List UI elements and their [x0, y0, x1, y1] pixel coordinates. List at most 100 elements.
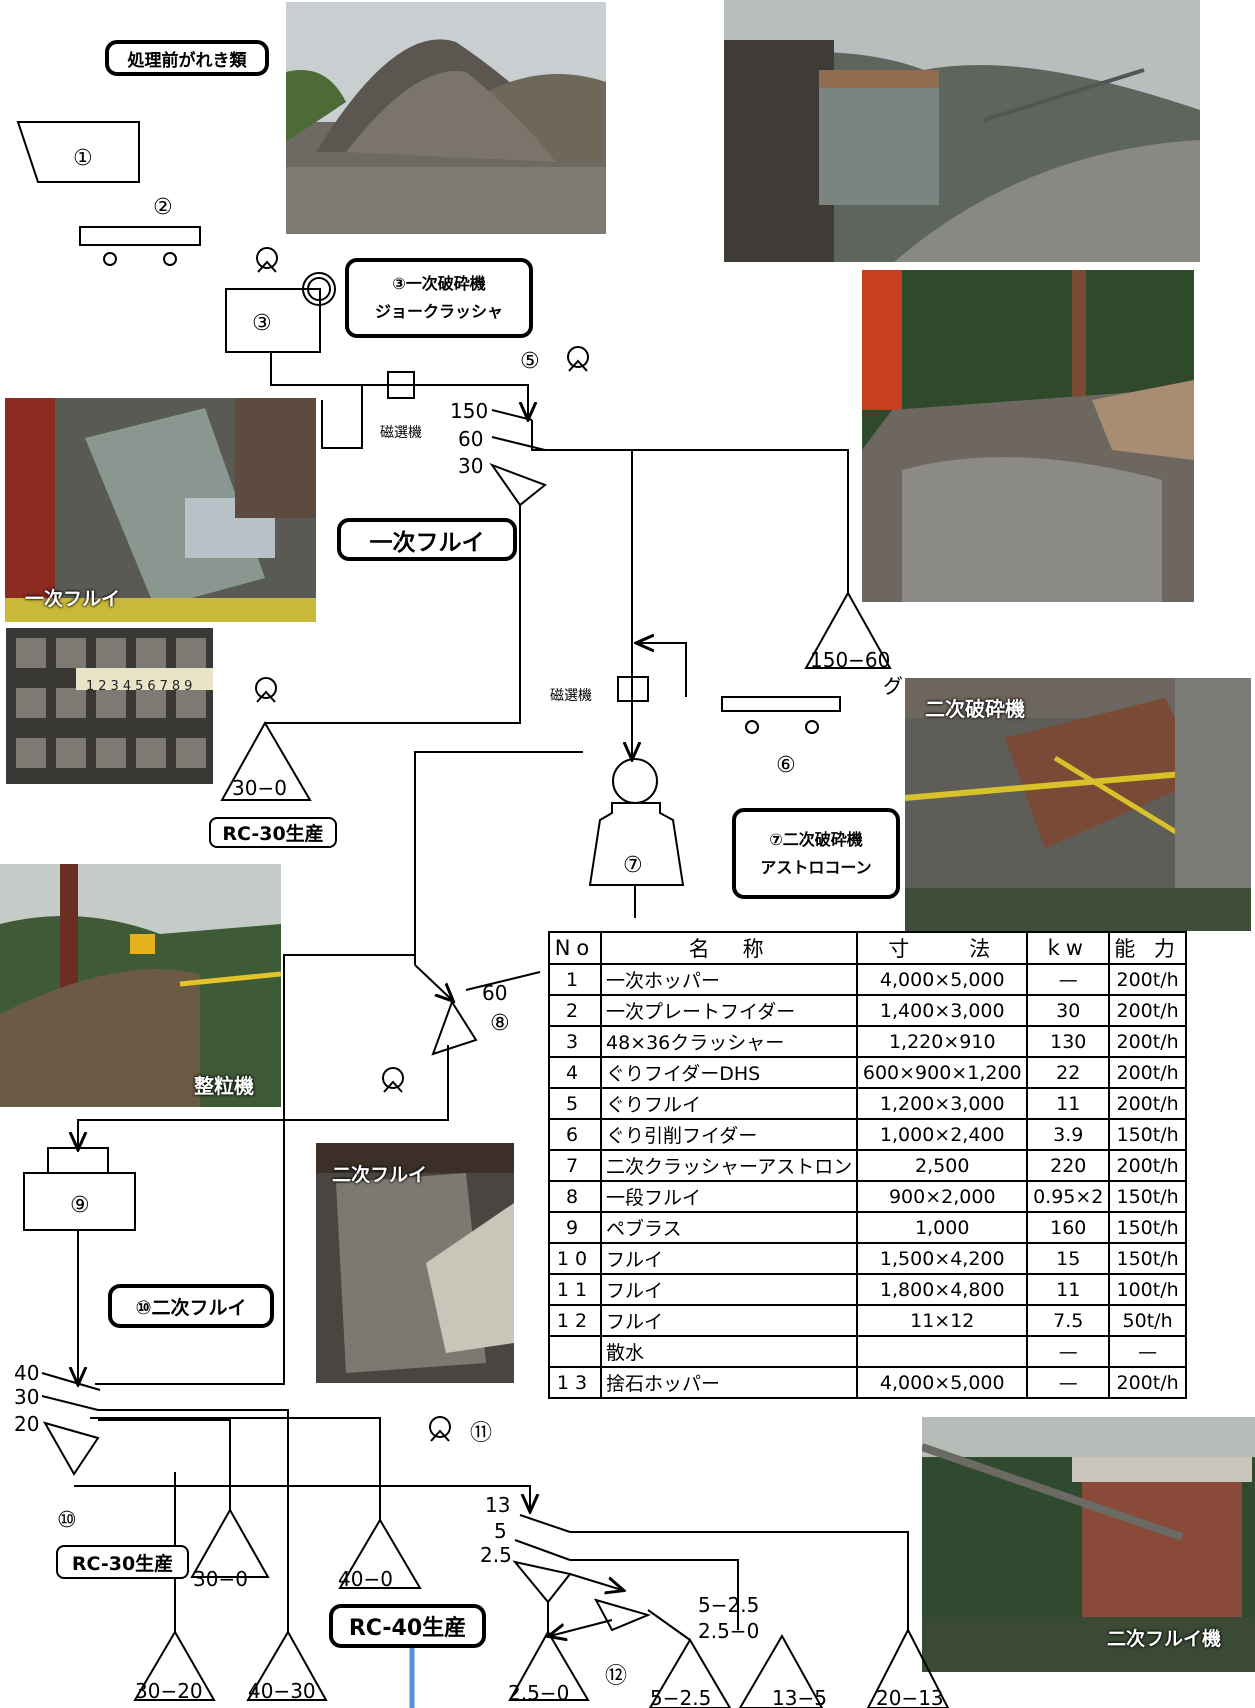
cell-name: 一次プレートフイダー — [599, 994, 859, 1027]
label-deck-13: 13 — [485, 1493, 510, 1517]
cell-dimensions: 1,000 — [856, 1211, 1029, 1244]
cell-capacity: 50t/h — [1108, 1304, 1187, 1337]
cell-capacity: 200t/h — [1108, 1087, 1187, 1120]
label-n8: ⑧ — [490, 1011, 510, 1036]
cell-no: 6 — [548, 1118, 602, 1151]
cell-no: 5 — [548, 1087, 602, 1120]
photo-label-primary-screen: 一次フルイ — [25, 588, 121, 610]
magnet-2-shape — [617, 676, 649, 702]
callout-rc30-a-text: RC-30生産 — [222, 823, 324, 845]
callout-primary-screen: 一次フルイ — [337, 518, 517, 561]
cell-name: フルイ — [599, 1273, 859, 1306]
photo-label-secondary-screen-machine: 二次フルイ機 — [1107, 1628, 1222, 1650]
photo-shaping-machine — [0, 864, 281, 1107]
cell-dimensions: 4,000×5,000 — [856, 1366, 1029, 1399]
label-deck-60b: 60 — [482, 981, 507, 1005]
callout-rc40-text: RC-40生産 — [348, 1616, 467, 1641]
label-out-5-2-5: 5−2.5 — [698, 1593, 759, 1617]
label-magnet-1: 磁選機 — [380, 425, 422, 441]
header-name: 名 称 — [599, 931, 859, 965]
crusher-3-shape — [225, 288, 321, 353]
cell-dimensions: 2,500 — [856, 1149, 1029, 1182]
cell-name: ぐりフイダーDHS — [599, 1056, 859, 1089]
pile-150-60-shape — [804, 590, 892, 669]
cell-kw: — — [1026, 1335, 1111, 1368]
cell-no: 2 — [548, 994, 602, 1027]
cell-capacity: 150t/h — [1108, 1211, 1187, 1244]
photo-label-shaping-machine: 整粒機 — [194, 1074, 254, 1098]
callout-rc40: RC-40生産 — [329, 1604, 486, 1648]
cell-kw: 130 — [1026, 1025, 1111, 1058]
callout-secondary-screen-text: ⑩二次フルイ — [135, 1296, 247, 1319]
cell-name: ペブラス — [599, 1211, 859, 1244]
label-deck-40: 40 — [14, 1361, 39, 1385]
label-deck-150: 150 — [450, 399, 488, 423]
label-pile-2-5-0: 2.5−0 — [508, 1681, 569, 1705]
cell-name: フルイ — [599, 1304, 859, 1337]
cell-no: 13 — [548, 1366, 602, 1399]
label-n11: ⑪ — [470, 1421, 492, 1446]
photo-secondary-crusher — [905, 678, 1251, 931]
cell-dimensions: 1,400×3,000 — [856, 994, 1029, 1027]
cell-kw: — — [1026, 963, 1111, 996]
callout-secondary-crusher-line1: ⑦二次破砕機 — [769, 829, 863, 849]
label-pile-20-13: 20−13 — [876, 1686, 944, 1708]
cell-dimensions — [856, 1335, 1029, 1368]
table-header-row: No 名 称 寸 法 kw 能 力 — [548, 931, 1187, 965]
photo-secondary-screen-machine — [922, 1417, 1255, 1672]
pile-30-0-shape — [220, 720, 312, 801]
label-deck-30: 30 — [458, 454, 483, 478]
label-deck-2-5: 2.5 — [480, 1543, 512, 1567]
label-pile-150-60: 150−60 — [810, 648, 890, 672]
spray-symbols — [255, 247, 589, 1442]
callout-rc30-b-text: RC-30生産 — [71, 1552, 174, 1575]
label-n5: ⑤ — [520, 349, 540, 374]
cell-dimensions: 11×12 — [856, 1304, 1029, 1337]
cell-capacity: 150t/h — [1108, 1180, 1187, 1213]
cell-kw: 160 — [1026, 1211, 1111, 1244]
photo-raw-debris-pile — [286, 2, 606, 234]
cell-capacity: 200t/h — [1108, 1149, 1187, 1182]
cell-dimensions: 1,200×3,000 — [856, 1087, 1029, 1120]
photo-crusher-hopper — [862, 270, 1194, 602]
photo-label-secondary-crusher: 二次破砕機 — [925, 697, 1025, 721]
cell-no: 11 — [548, 1273, 602, 1306]
label-pile-40-0: 40−0 — [338, 1567, 393, 1591]
label-n9: ⑨ — [70, 1193, 90, 1218]
header-no: No — [548, 931, 602, 965]
cell-dimensions: 1,500×4,200 — [856, 1242, 1029, 1275]
label-n6: ⑥ — [776, 753, 796, 778]
label-pile-5-2-5: 5−2.5 — [650, 1686, 711, 1708]
callout-primary-crusher: ③一次破砕機 ジョークラッシャ — [345, 258, 533, 338]
cell-dimensions: 1,220×910 — [856, 1025, 1029, 1058]
header-capacity: 能 力 — [1108, 931, 1187, 965]
cell-no: 1 — [548, 963, 602, 996]
cell-kw: — — [1026, 1366, 1111, 1399]
cell-name: 散水 — [599, 1335, 859, 1368]
cell-name: フルイ — [599, 1242, 859, 1275]
cell-no: 9 — [548, 1211, 602, 1244]
callout-secondary-screen: ⑩二次フルイ — [108, 1284, 274, 1328]
label-mark-g: グ — [883, 674, 903, 698]
cell-capacity: 200t/h — [1108, 994, 1187, 1027]
label-n2: ② — [153, 195, 173, 220]
cell-capacity: 200t/h — [1108, 1025, 1187, 1058]
label-pile-40-30: 40−30 — [248, 1679, 316, 1703]
cell-no: 8 — [548, 1180, 602, 1213]
label-n12: ⑫ — [605, 1664, 627, 1689]
label-n1: ① — [73, 146, 93, 171]
cell-name: 48×36クラッシャー — [599, 1025, 859, 1058]
cell-name: ぐりフルイ — [599, 1087, 859, 1120]
callout-primary-crusher-line1: ③一次破砕機 — [392, 274, 486, 293]
header-kw: kw — [1026, 931, 1111, 965]
